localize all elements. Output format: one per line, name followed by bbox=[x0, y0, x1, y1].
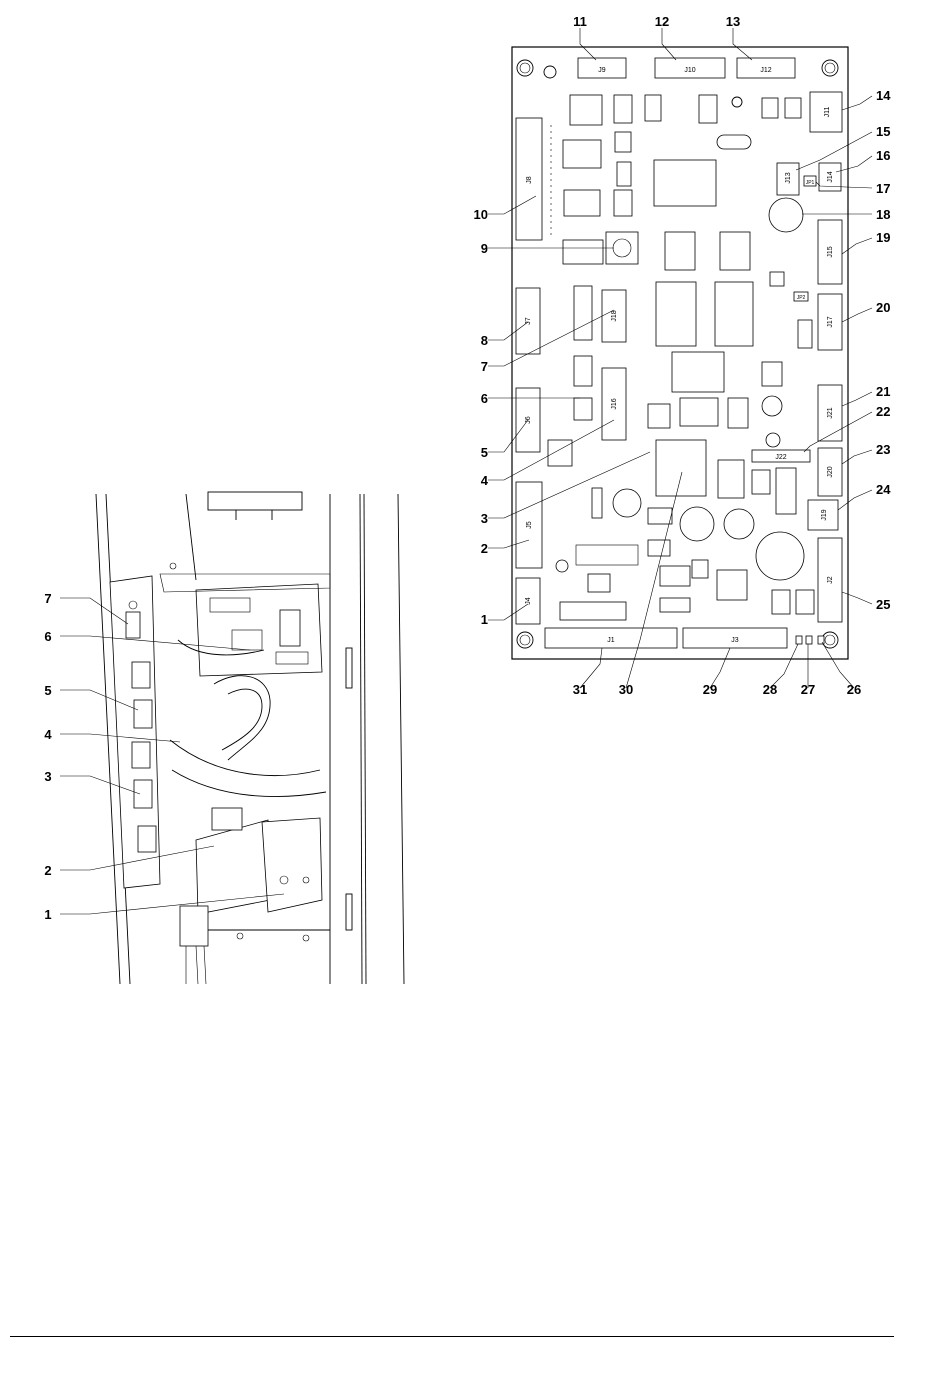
label-j8: J8 bbox=[526, 176, 533, 184]
callout-board-3: 3 bbox=[481, 511, 488, 526]
cabinet-callouts: 7 6 5 4 3 2 1 bbox=[44, 591, 52, 922]
connector-j3: J3 bbox=[683, 628, 787, 648]
callout-board-31: 31 bbox=[573, 682, 587, 697]
callout-cabinet-2: 2 bbox=[44, 863, 51, 878]
connector-j13: J13 bbox=[777, 163, 799, 195]
callout-cabinet-1: 1 bbox=[44, 907, 51, 922]
callout-board-15: 15 bbox=[876, 124, 890, 139]
label-j15: J15 bbox=[827, 246, 834, 257]
connector-j21: J21 bbox=[818, 385, 842, 441]
callout-board-19: 19 bbox=[876, 230, 890, 245]
callout-board-4: 4 bbox=[481, 473, 489, 488]
label-j5: J5 bbox=[526, 521, 533, 529]
label-j18: J18 bbox=[611, 310, 618, 321]
connector-j12: J12 bbox=[737, 58, 795, 78]
connector-j19: J19 bbox=[808, 500, 838, 530]
controller-board bbox=[160, 574, 330, 676]
connector-j16: J16 bbox=[602, 368, 626, 440]
connector-j7: J7 bbox=[516, 288, 540, 354]
callout-board-21: 21 bbox=[876, 384, 890, 399]
jumper-jp2: JP2 bbox=[794, 292, 808, 301]
connector-j1: J1 bbox=[545, 628, 677, 648]
label-j4: J4 bbox=[525, 597, 532, 605]
callout-board-27: 27 bbox=[801, 682, 815, 697]
label-j10: J10 bbox=[684, 67, 695, 74]
label-j22: J22 bbox=[775, 454, 786, 461]
callout-board-5: 5 bbox=[481, 445, 488, 460]
connector-j20: J20 bbox=[818, 448, 842, 496]
connector-j11: J11 bbox=[810, 92, 842, 132]
callout-board-29: 29 bbox=[703, 682, 717, 697]
label-j17: J17 bbox=[827, 316, 834, 327]
label-j2: J2 bbox=[827, 576, 834, 584]
label-j21: J21 bbox=[827, 407, 834, 418]
callout-board-14: 14 bbox=[876, 88, 891, 103]
label-j20: J20 bbox=[827, 466, 834, 477]
callout-board-26: 26 bbox=[847, 682, 861, 697]
callout-cabinet-5: 5 bbox=[44, 683, 51, 698]
callout-board-6: 6 bbox=[481, 391, 488, 406]
callout-board-13: 13 bbox=[726, 14, 740, 29]
label-j11: J11 bbox=[824, 107, 831, 118]
callout-board-12: 12 bbox=[655, 14, 669, 29]
callout-board-7: 7 bbox=[481, 359, 488, 374]
label-j19: J19 bbox=[821, 509, 828, 520]
footer-rule bbox=[10, 1336, 894, 1337]
cabinet-illustration: 7 6 5 4 3 2 1 bbox=[44, 492, 404, 984]
callout-board-17: 17 bbox=[876, 181, 890, 196]
jumper-jp1: JP1 bbox=[804, 176, 816, 186]
callout-board-1: 1 bbox=[481, 612, 488, 627]
connector-j17: J17 bbox=[818, 294, 842, 350]
connector-j22: J22 bbox=[752, 450, 810, 462]
callout-board-24: 24 bbox=[876, 482, 891, 497]
label-jp2: JP2 bbox=[797, 295, 806, 301]
connector-j10: J10 bbox=[655, 58, 725, 78]
label-j16: J16 bbox=[611, 398, 618, 409]
callout-cabinet-7: 7 bbox=[44, 591, 51, 606]
connector-j18: J18 bbox=[602, 290, 626, 342]
callout-board-10: 10 bbox=[474, 207, 488, 222]
callout-board-25: 25 bbox=[876, 597, 890, 612]
callout-board-9: 9 bbox=[481, 241, 488, 256]
connector-j5: J5 bbox=[516, 482, 542, 568]
callout-board-11: 11 bbox=[573, 14, 587, 29]
label-j13: J13 bbox=[785, 172, 792, 183]
callout-board-16: 16 bbox=[876, 148, 890, 163]
callout-cabinet-3: 3 bbox=[44, 769, 51, 784]
callout-board-22: 22 bbox=[876, 404, 890, 419]
label-j3: J3 bbox=[731, 637, 739, 644]
callout-board-18: 18 bbox=[876, 207, 890, 222]
callout-cabinet-6: 6 bbox=[44, 629, 51, 644]
label-j1: J1 bbox=[607, 637, 615, 644]
callout-board-2: 2 bbox=[481, 541, 488, 556]
label-j14: J14 bbox=[827, 171, 834, 182]
connector-j2: J2 bbox=[818, 538, 842, 622]
callout-board-20: 20 bbox=[876, 300, 890, 315]
connector-j4: J4 bbox=[516, 578, 540, 624]
callout-board-30: 30 bbox=[619, 682, 633, 697]
label-j9: J9 bbox=[598, 67, 606, 74]
label-j12: J12 bbox=[760, 67, 771, 74]
callout-board-28: 28 bbox=[763, 682, 777, 697]
callout-board-23: 23 bbox=[876, 442, 890, 457]
connector-j15: J15 bbox=[818, 220, 842, 284]
label-jp1: JP1 bbox=[806, 180, 815, 186]
callout-cabinet-4: 4 bbox=[44, 727, 52, 742]
connector-j9: J9 bbox=[578, 58, 626, 78]
callout-board-8: 8 bbox=[481, 333, 488, 348]
side-panel bbox=[110, 576, 160, 888]
circuit-board: J9 J10 J12 J11 J13 J14 JP1 J8 bbox=[474, 14, 892, 697]
